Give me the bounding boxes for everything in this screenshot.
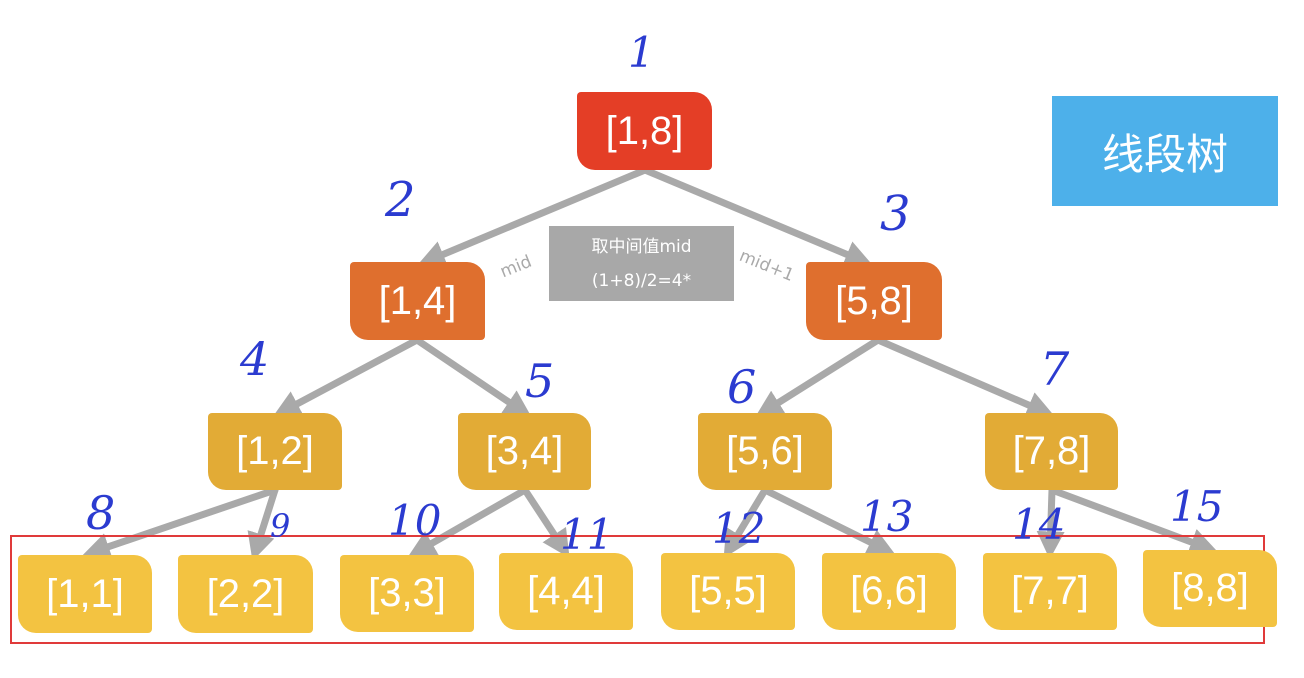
handwritten-index-2: 2 — [385, 172, 416, 228]
handwritten-index-7: 7 — [1040, 342, 1070, 396]
edge-6-13 — [761, 486, 896, 555]
edge-5-11 — [521, 486, 570, 559]
mid-box-line1: 取中间值mid — [591, 236, 692, 257]
mid-box-line2: (1+8)/2=4* — [591, 270, 692, 291]
tree-node-15: [8,8] — [1143, 550, 1277, 627]
edge-1-3 — [641, 166, 873, 268]
tree-node-7: [7,8] — [985, 413, 1118, 490]
edge-7-14 — [1036, 486, 1065, 560]
node-label: [5,8] — [835, 278, 913, 323]
node-label: [8,8] — [1171, 566, 1249, 610]
tree-node-5: [3,4] — [458, 413, 591, 490]
node-label: [2,2] — [206, 571, 285, 616]
diagram-title: 线段树 — [1101, 129, 1228, 179]
tree-node-1: [1,8] — [577, 92, 712, 170]
tree-node-8: [1,1] — [18, 555, 152, 633]
handwritten-index-8: 8 — [86, 486, 116, 540]
node-label: [1,1] — [46, 571, 124, 616]
tree-node-6: [5,6] — [698, 413, 832, 490]
edge-2-5 — [413, 336, 532, 418]
tree-node-9: [2,2] — [178, 555, 313, 633]
node-label: [7,8] — [1012, 429, 1091, 473]
tree-node-11: [4,4] — [499, 553, 633, 630]
tree-node-14: [7,7] — [983, 553, 1117, 630]
handwritten-index-9: 9 — [270, 507, 291, 545]
node-label: [5,5] — [689, 569, 767, 613]
node-label: [4,4] — [527, 569, 605, 613]
edge-6-12 — [723, 486, 769, 559]
edge-4-9 — [247, 486, 279, 562]
edge-1-2 — [417, 166, 649, 268]
handwritten-index-5: 5 — [525, 354, 555, 408]
handwritten-index-13: 13 — [860, 492, 914, 541]
node-label: [6,6] — [850, 569, 928, 613]
node-label: [1,8] — [605, 108, 684, 153]
edge-5-10 — [407, 486, 529, 558]
node-label: [1,2] — [236, 429, 314, 473]
handwritten-index-11: 11 — [560, 510, 614, 559]
mid-computation-box: 取中间值mid (1+8)/2=4* — [549, 226, 734, 301]
handwritten-index-3: 3 — [880, 186, 911, 242]
edge-3-6 — [754, 336, 882, 418]
node-label: [7,7] — [1011, 569, 1089, 613]
tree-node-10: [3,3] — [340, 555, 474, 632]
handwritten-index-4: 4 — [240, 332, 270, 386]
node-label: [3,4] — [485, 429, 564, 473]
node-label: [3,3] — [368, 571, 446, 615]
node-label: [1,4] — [378, 278, 457, 323]
edge-3-7 — [874, 336, 1055, 419]
tree-node-12: [5,5] — [661, 553, 795, 630]
tree-node-3: [5,8] — [806, 262, 942, 340]
edge-4-8 — [82, 486, 279, 560]
tree-node-4: [1,2] — [208, 413, 342, 490]
handwritten-index-14: 14 — [1012, 500, 1066, 549]
handwritten-index-6: 6 — [727, 360, 757, 414]
edge-7-15 — [1048, 486, 1218, 556]
tree-node-13: [6,6] — [822, 553, 956, 630]
handwritten-index-1: 1 — [628, 28, 655, 77]
handwritten-index-12: 12 — [712, 504, 766, 553]
handwritten-index-15: 15 — [1170, 482, 1224, 531]
handwritten-index-10: 10 — [388, 496, 442, 545]
edge-2-4 — [272, 336, 421, 417]
tree-node-2: [1,4] — [350, 262, 485, 340]
title-box: 线段树 — [1052, 96, 1278, 206]
node-label: [5,6] — [726, 429, 804, 473]
